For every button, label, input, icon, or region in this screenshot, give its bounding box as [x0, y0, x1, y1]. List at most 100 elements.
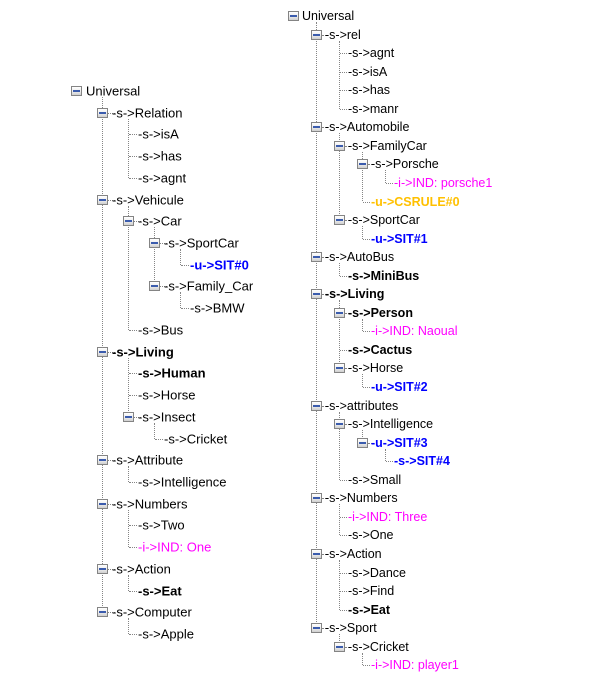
collapse-minus-icon[interactable]: [288, 11, 299, 21]
tree-node-label[interactable]: -s->SIT#4: [394, 454, 450, 469]
tree-node-label[interactable]: -s->BMW: [190, 300, 245, 316]
tree-node-label[interactable]: -s->Horse: [138, 387, 196, 403]
collapse-minus-icon[interactable]: [311, 400, 322, 411]
tree-node-label[interactable]: -s->Horse: [348, 361, 404, 376]
collapse-minus-icon[interactable]: [334, 419, 345, 430]
collapse-minus-icon[interactable]: [311, 548, 322, 559]
collapse-minus-icon[interactable]: [311, 623, 322, 634]
tree-node-label[interactable]: -s->Attribute: [112, 452, 184, 468]
minus-glyph: [313, 497, 320, 500]
tree-node-label[interactable]: Universal: [86, 83, 141, 99]
tree-node-label[interactable]: -s->Intelligence: [348, 417, 434, 432]
tree-node-label[interactable]: -s->Cricket: [348, 639, 409, 654]
tree-node-label[interactable]: -s->Insect: [138, 409, 196, 425]
tree-node-label[interactable]: -s->Porsche: [371, 157, 439, 172]
tree-node-label[interactable]: -s->Find: [348, 584, 395, 599]
tree-node-label[interactable]: -s->isA: [138, 126, 179, 142]
tree-node-label[interactable]: -u->SIT#2: [371, 380, 428, 394]
tree-node-label[interactable]: -s->Eat: [348, 602, 391, 617]
collapse-minus-icon[interactable]: [357, 437, 368, 448]
tree-node-label[interactable]: -s->Dance: [348, 565, 407, 580]
collapse-minus-icon[interactable]: [334, 307, 345, 318]
tree-node-label[interactable]: -s->Human: [138, 365, 206, 381]
tree-node-label[interactable]: -u->SIT#3: [371, 435, 428, 450]
collapse-minus-icon[interactable]: [97, 194, 108, 205]
tree-node-label[interactable]: -s->agnt: [348, 46, 395, 61]
collapse-minus-icon[interactable]: [97, 346, 108, 357]
tree-node-label[interactable]: -s->Living: [325, 287, 385, 302]
collapse-minus-icon[interactable]: [149, 238, 160, 249]
collapse-minus-icon[interactable]: [149, 281, 160, 292]
collapse-minus-icon[interactable]: [311, 122, 322, 133]
tree-node-label[interactable]: -i->IND: Three: [348, 509, 428, 524]
tree-node-label[interactable]: -s->attributes: [325, 398, 399, 413]
tree-node-label[interactable]: -s->MiniBus: [348, 268, 420, 283]
collapse-minus-icon[interactable]: [97, 107, 108, 118]
collapse-minus-icon[interactable]: [334, 140, 345, 151]
tree-node-label[interactable]: -s->One: [348, 528, 394, 543]
tree-node-label[interactable]: -s->Apple: [138, 626, 194, 642]
tree-node-label[interactable]: -i->IND: One: [138, 539, 212, 555]
tree-node-label[interactable]: -s->Family_Car: [164, 278, 254, 294]
tree-node-label[interactable]: -i->IND: porsche1: [394, 175, 493, 190]
tree-node-label[interactable]: -u->SIT#0: [190, 257, 249, 273]
tree-node-label[interactable]: -s->Relation: [112, 105, 183, 121]
collapse-minus-icon[interactable]: [334, 641, 345, 652]
tree-node-label[interactable]: Universal: [302, 9, 355, 23]
tree-connector-line: [181, 308, 189, 310]
minus-glyph: [125, 415, 132, 418]
tree-node-label[interactable]: -s->rel: [325, 27, 361, 42]
tree-node-label[interactable]: -s->Vehicule: [112, 192, 184, 208]
tree-node-label[interactable]: -s->agnt: [138, 170, 187, 186]
collapse-minus-icon[interactable]: [357, 159, 368, 170]
tree-node-label[interactable]: -s->Living: [112, 344, 174, 360]
tree-node-label[interactable]: -s->AutoBus: [325, 250, 395, 265]
collapse-minus-icon[interactable]: [311, 29, 322, 40]
tree-node-label[interactable]: -i->IND: Naoual: [371, 324, 458, 339]
tree-node-label[interactable]: -s->Numbers: [325, 491, 398, 506]
collapse-minus-icon[interactable]: [123, 216, 134, 227]
tree-node-label[interactable]: -s->Cactus: [348, 342, 413, 357]
collapse-minus-icon[interactable]: [334, 215, 345, 226]
tree-node-label[interactable]: -s->Action: [325, 546, 382, 561]
collapse-minus-icon[interactable]: [311, 289, 322, 300]
tree-node-label[interactable]: -s->Computer: [112, 604, 192, 620]
tree-connector-line: [322, 34, 328, 36]
tree-connector-line: [154, 422, 155, 439]
minus-glyph: [290, 15, 297, 17]
tree-node-label[interactable]: -s->Cricket: [164, 431, 228, 447]
tree-node-label[interactable]: -s->Automobile: [325, 120, 410, 135]
collapse-minus-icon[interactable]: [311, 252, 322, 263]
collapse-minus-icon[interactable]: [311, 493, 322, 504]
tree-node-label[interactable]: -u->CSRULE#0: [371, 194, 460, 209]
collapse-minus-icon[interactable]: [97, 563, 108, 574]
tree-node-label[interactable]: -s->Person: [348, 305, 413, 320]
tree-connector-line: [340, 591, 347, 593]
collapse-minus-icon[interactable]: [97, 607, 108, 618]
tree-node-label[interactable]: -s->Eat: [138, 583, 182, 599]
tree-connector-line: [108, 460, 115, 462]
tree-node-label[interactable]: -s->has: [348, 83, 391, 98]
tree-node-label[interactable]: -u->SIT#1: [371, 231, 428, 246]
tree-node-label[interactable]: -s->Small: [348, 472, 402, 487]
tree-node-label[interactable]: -i->IND: player1: [371, 658, 459, 673]
tree-node-label[interactable]: -s->Sport: [325, 621, 377, 636]
tree-node-label[interactable]: -s->Bus: [138, 322, 184, 338]
collapse-minus-icon[interactable]: [97, 498, 108, 509]
tree-node-label[interactable]: -s->FamilyCar: [348, 138, 427, 153]
collapse-minus-icon[interactable]: [334, 363, 345, 374]
tree-node-label[interactable]: -s->SportCar: [164, 235, 239, 251]
tree-connector-line: [363, 665, 370, 667]
tree-node-label[interactable]: -s->Car: [138, 213, 182, 229]
collapse-minus-icon[interactable]: [71, 86, 82, 96]
tree-node-label[interactable]: -s->manr: [348, 101, 399, 116]
tree-node-label[interactable]: -s->isA: [348, 64, 388, 79]
tree-node-label[interactable]: -s->Two: [138, 517, 185, 533]
collapse-minus-icon[interactable]: [123, 411, 134, 422]
tree-node-label[interactable]: -s->SportCar: [348, 213, 420, 228]
tree-node-label[interactable]: -s->Action: [112, 561, 171, 577]
tree-node-label[interactable]: -s->Numbers: [112, 496, 188, 512]
tree-node-label[interactable]: -s->Intelligence: [138, 474, 227, 490]
collapse-minus-icon[interactable]: [97, 455, 108, 466]
tree-node-label[interactable]: -s->has: [138, 148, 182, 164]
